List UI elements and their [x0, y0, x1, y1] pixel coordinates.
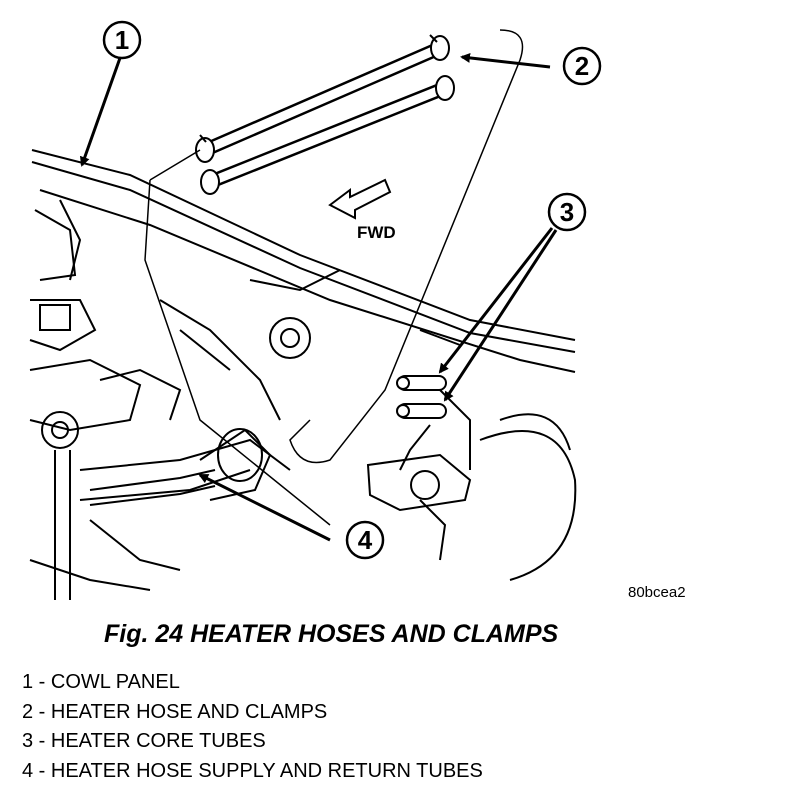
leader-arrows — [79, 52, 558, 542]
cowl-panel — [31, 149, 576, 373]
svg-text:1: 1 — [115, 25, 129, 55]
legend-item-4: 4 - HEATER HOSE SUPPLY AND RETURN TUBES — [22, 759, 483, 782]
legend: 1 - COWL PANEL 2 - HEATER HOSE AND CLAMP… — [22, 668, 483, 786]
figure-caption: Fig. 24 HEATER HOSES AND CLAMPS — [104, 620, 559, 648]
image-code: 80bcea2 — [628, 584, 686, 601]
callout-2: 2 — [562, 46, 602, 86]
heater-hoses — [198, 41, 452, 189]
cowl-grommet — [269, 317, 311, 359]
engine-detail — [29, 209, 291, 600]
callout-1: 1 — [102, 20, 142, 60]
hvac-assembly — [366, 389, 577, 581]
legend-item-3: 3 - HEATER CORE TUBES — [22, 730, 266, 752]
callout-3: 3 — [547, 192, 587, 232]
callout-4: 4 — [345, 520, 385, 560]
svg-text:FWD: FWD — [357, 223, 396, 242]
svg-text:2: 2 — [575, 51, 589, 81]
svg-text:3: 3 — [560, 197, 574, 227]
forward-direction-arrow: FWD — [328, 178, 396, 242]
legend-item-2: 2 - HEATER HOSE AND CLAMPS — [22, 700, 328, 723]
svg-text:4: 4 — [358, 525, 373, 555]
hose-clamps — [195, 34, 455, 195]
heater-core-tubes — [396, 375, 447, 471]
engine-compartment-illustration: FWD 1 — [29, 20, 686, 601]
detail-outline — [144, 29, 524, 526]
legend-item-1: 1 - COWL PANEL — [22, 671, 180, 693]
